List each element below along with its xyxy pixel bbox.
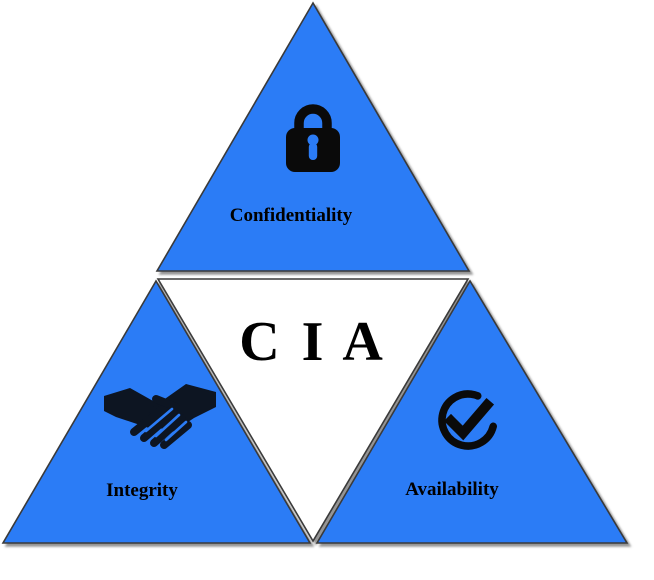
integrity-label: Integrity [106,480,178,501]
handshake-fingers [130,395,192,449]
lock-shackle [294,104,332,130]
check-circle-icon [438,390,498,450]
cia-label: C I A [239,311,387,373]
availability-triangle [315,279,629,544]
handshake-icon [104,384,216,449]
check-circle-arc [438,390,498,450]
center-triangle [156,278,470,543]
availability-label: Availability [405,479,499,500]
lock-keyhole-circle [307,134,319,146]
handshake-finger-gaps [144,407,188,442]
check-mark [443,397,495,441]
lock-keyhole-stem [308,143,318,160]
lock-icon [286,104,340,172]
confidentiality-label: Confidentiality [230,205,353,226]
